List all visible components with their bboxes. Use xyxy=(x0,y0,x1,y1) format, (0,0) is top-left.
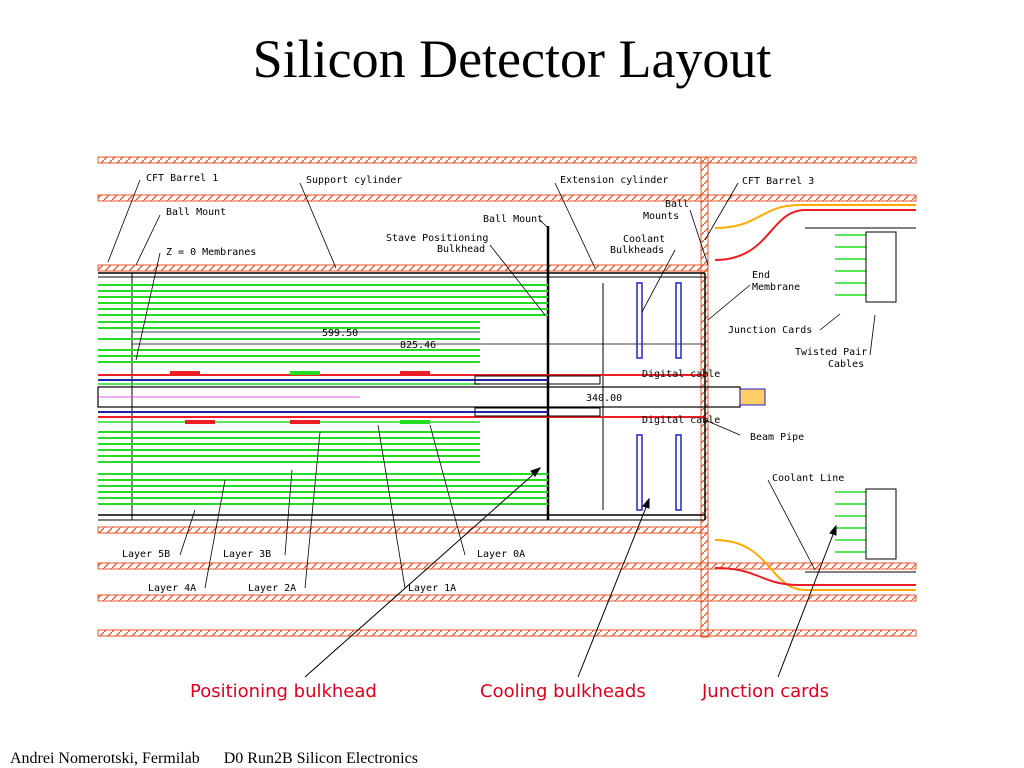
hatch-band xyxy=(97,156,917,164)
label-ball-mounts-line2: Mounts xyxy=(643,211,679,222)
label-dim-825: 825.46 xyxy=(400,340,436,351)
diagram-labels: CFT Barrel 1 Support cylinder Extension … xyxy=(122,173,867,594)
label-layer-1a: Layer 1A xyxy=(408,583,456,594)
slide-title: Silicon Detector Layout xyxy=(252,29,772,89)
label-z0-membranes: Z = 0 Membranes xyxy=(166,247,256,258)
inner-layers xyxy=(98,371,705,424)
label-cft-barrel-3: CFT Barrel 3 xyxy=(742,176,814,187)
label-layer-2a: Layer 2A xyxy=(248,583,296,594)
label-layer-3b: Layer 3B xyxy=(223,549,271,560)
label-digital-cable-top: Digital cable xyxy=(642,369,720,380)
label-beam-pipe: Beam Pipe xyxy=(750,432,804,443)
cooling-bulkheads xyxy=(636,282,682,511)
label-stave-bulkhead-line2: Bulkhead xyxy=(437,244,485,255)
hatch-band xyxy=(97,629,917,637)
label-coolant-line: Coolant Line xyxy=(772,473,844,484)
junction-cards xyxy=(835,231,897,560)
label-dim-340: 340.00 xyxy=(586,393,622,404)
label-end-membrane-line2: Membrane xyxy=(752,282,800,293)
label-end-membrane-line1: End xyxy=(752,270,770,281)
label-support-cylinder: Support cylinder xyxy=(306,175,402,186)
hatch-band xyxy=(97,594,917,602)
label-twisted-pair-line1: Twisted Pair xyxy=(795,347,867,358)
label-coolant-bulkheads-line1: Coolant xyxy=(623,234,665,245)
leader-lines xyxy=(107,179,876,589)
label-digital-cable-bottom: Digital cable xyxy=(642,415,720,426)
hatch-band xyxy=(97,562,917,570)
label-coolant-bulkheads-line2: Bulkheads xyxy=(610,245,664,256)
slide-footer: Andrei Nomerotski, Fermilab D0 Run2B Sil… xyxy=(10,750,418,768)
label-layer-4a: Layer 4A xyxy=(148,583,196,594)
label-layer-0a: Layer 0A xyxy=(477,549,525,560)
label-ball-mount-left: Ball Mount xyxy=(166,207,226,218)
callout-labels: Positioning bulkhead Cooling bulkheads J… xyxy=(190,681,829,702)
footer-project: D0 Run2B Silicon Electronics xyxy=(223,750,418,767)
label-ball-mounts-line1: Ball xyxy=(665,199,689,210)
callout-cooling-bulkheads: Cooling bulkheads xyxy=(480,681,646,702)
silicon-layers xyxy=(98,284,548,505)
label-cft-barrel-1: CFT Barrel 1 xyxy=(146,173,218,184)
hatch-band xyxy=(97,194,917,202)
label-ball-mount-center: Ball Mount xyxy=(483,214,543,225)
callout-junction-cards: Junction cards xyxy=(701,681,829,702)
label-layer-5b: Layer 5B xyxy=(122,549,170,560)
hatch-band xyxy=(97,526,709,534)
label-dim-599: 599.50 xyxy=(322,328,358,339)
label-extension-cylinder: Extension cylinder xyxy=(560,175,668,186)
cables xyxy=(714,204,916,591)
label-twisted-pair-line2: Cables xyxy=(828,359,864,370)
label-stave-bulkhead-line1: Stave Positioning xyxy=(386,233,488,244)
footer-author: Andrei Nomerotski, Fermilab xyxy=(10,750,200,767)
callout-positioning-bulkhead: Positioning bulkhead xyxy=(190,681,377,702)
hatch-band xyxy=(97,264,709,272)
label-junction-cords: Junction Cards xyxy=(728,325,812,336)
callout-pointers xyxy=(304,467,837,678)
